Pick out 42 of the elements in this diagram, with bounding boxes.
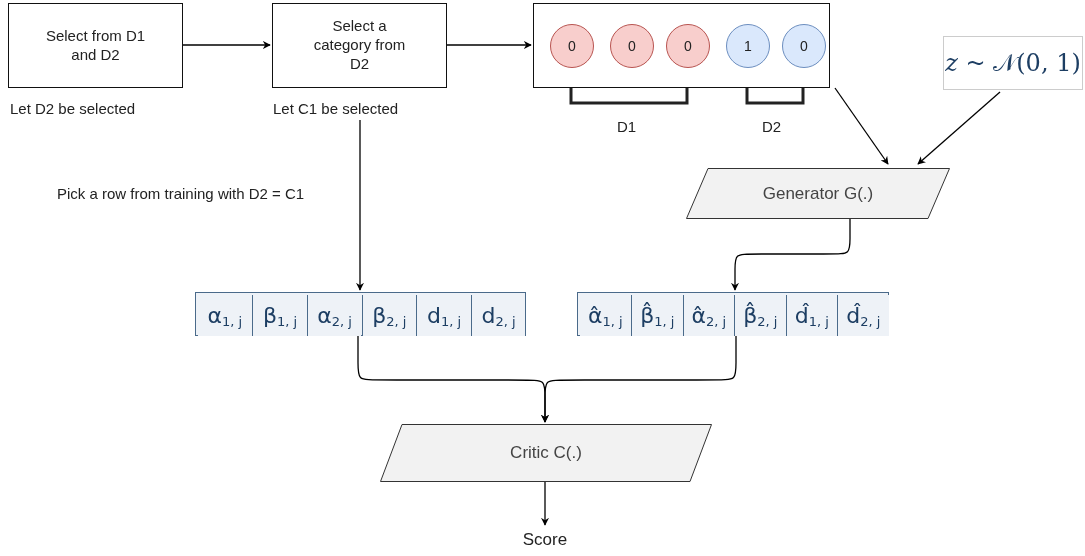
arrow (182, 41, 271, 49)
vector-cell: β$_{1, j}$ (252, 294, 307, 336)
vector-cell: β̂$_{2, j}$ (734, 294, 786, 336)
process-box (8, 3, 183, 88)
arrow (917, 91, 1001, 165)
vector-cell: α$_{2, j}$ (306, 294, 362, 336)
arrow (356, 119, 364, 291)
bit-circle: 0 (610, 24, 654, 68)
vector-row (195, 292, 526, 336)
vector-cell: β̂$_{1, j}$ (631, 294, 683, 336)
arrow (731, 218, 851, 291)
edge-label: Pick a row from training with D2 = C1 (57, 185, 305, 202)
process-box (533, 3, 830, 88)
process-parallelogram (686, 168, 950, 219)
node-label: Critic C(.) (510, 442, 582, 464)
bit-circle: 1 (726, 24, 770, 68)
group-label: D1 (617, 118, 637, 135)
process-box (272, 3, 447, 88)
node-label: Select a category from D2 (312, 17, 407, 74)
vector-cell: d̂$_{2, j}$ (837, 294, 889, 336)
vector-row (577, 292, 889, 336)
node-label: Select from D1 and D2 (44, 26, 147, 65)
vector-cell: d̂$_{1, j}$ (785, 294, 837, 336)
vector-cell: d$_{1, j}$ (416, 294, 471, 336)
arrow (446, 41, 532, 49)
group-label: D2 (762, 118, 782, 135)
process-parallelogram (380, 424, 712, 482)
arrow (541, 481, 549, 526)
caption-text: Let C1 be selected (273, 100, 399, 117)
output-label: Score (522, 529, 568, 551)
caption-text: Let D2 be selected (10, 100, 136, 117)
bit-circle: 0 (666, 24, 710, 68)
noise-box (943, 36, 1083, 90)
vector-cell: d$_{2, j}$ (470, 294, 526, 336)
arrow (541, 335, 737, 423)
formula-text: z ~ 𝒩(0, 1) (945, 48, 1081, 78)
arrow (834, 87, 889, 165)
bit-circle: 0 (550, 24, 594, 68)
node-label: Generator G(.) (762, 182, 874, 205)
bit-circle: 0 (782, 24, 826, 68)
vector-cell: β$_{2, j}$ (361, 294, 417, 336)
vector-cell: α̂$_{2, j}$ (682, 294, 734, 336)
